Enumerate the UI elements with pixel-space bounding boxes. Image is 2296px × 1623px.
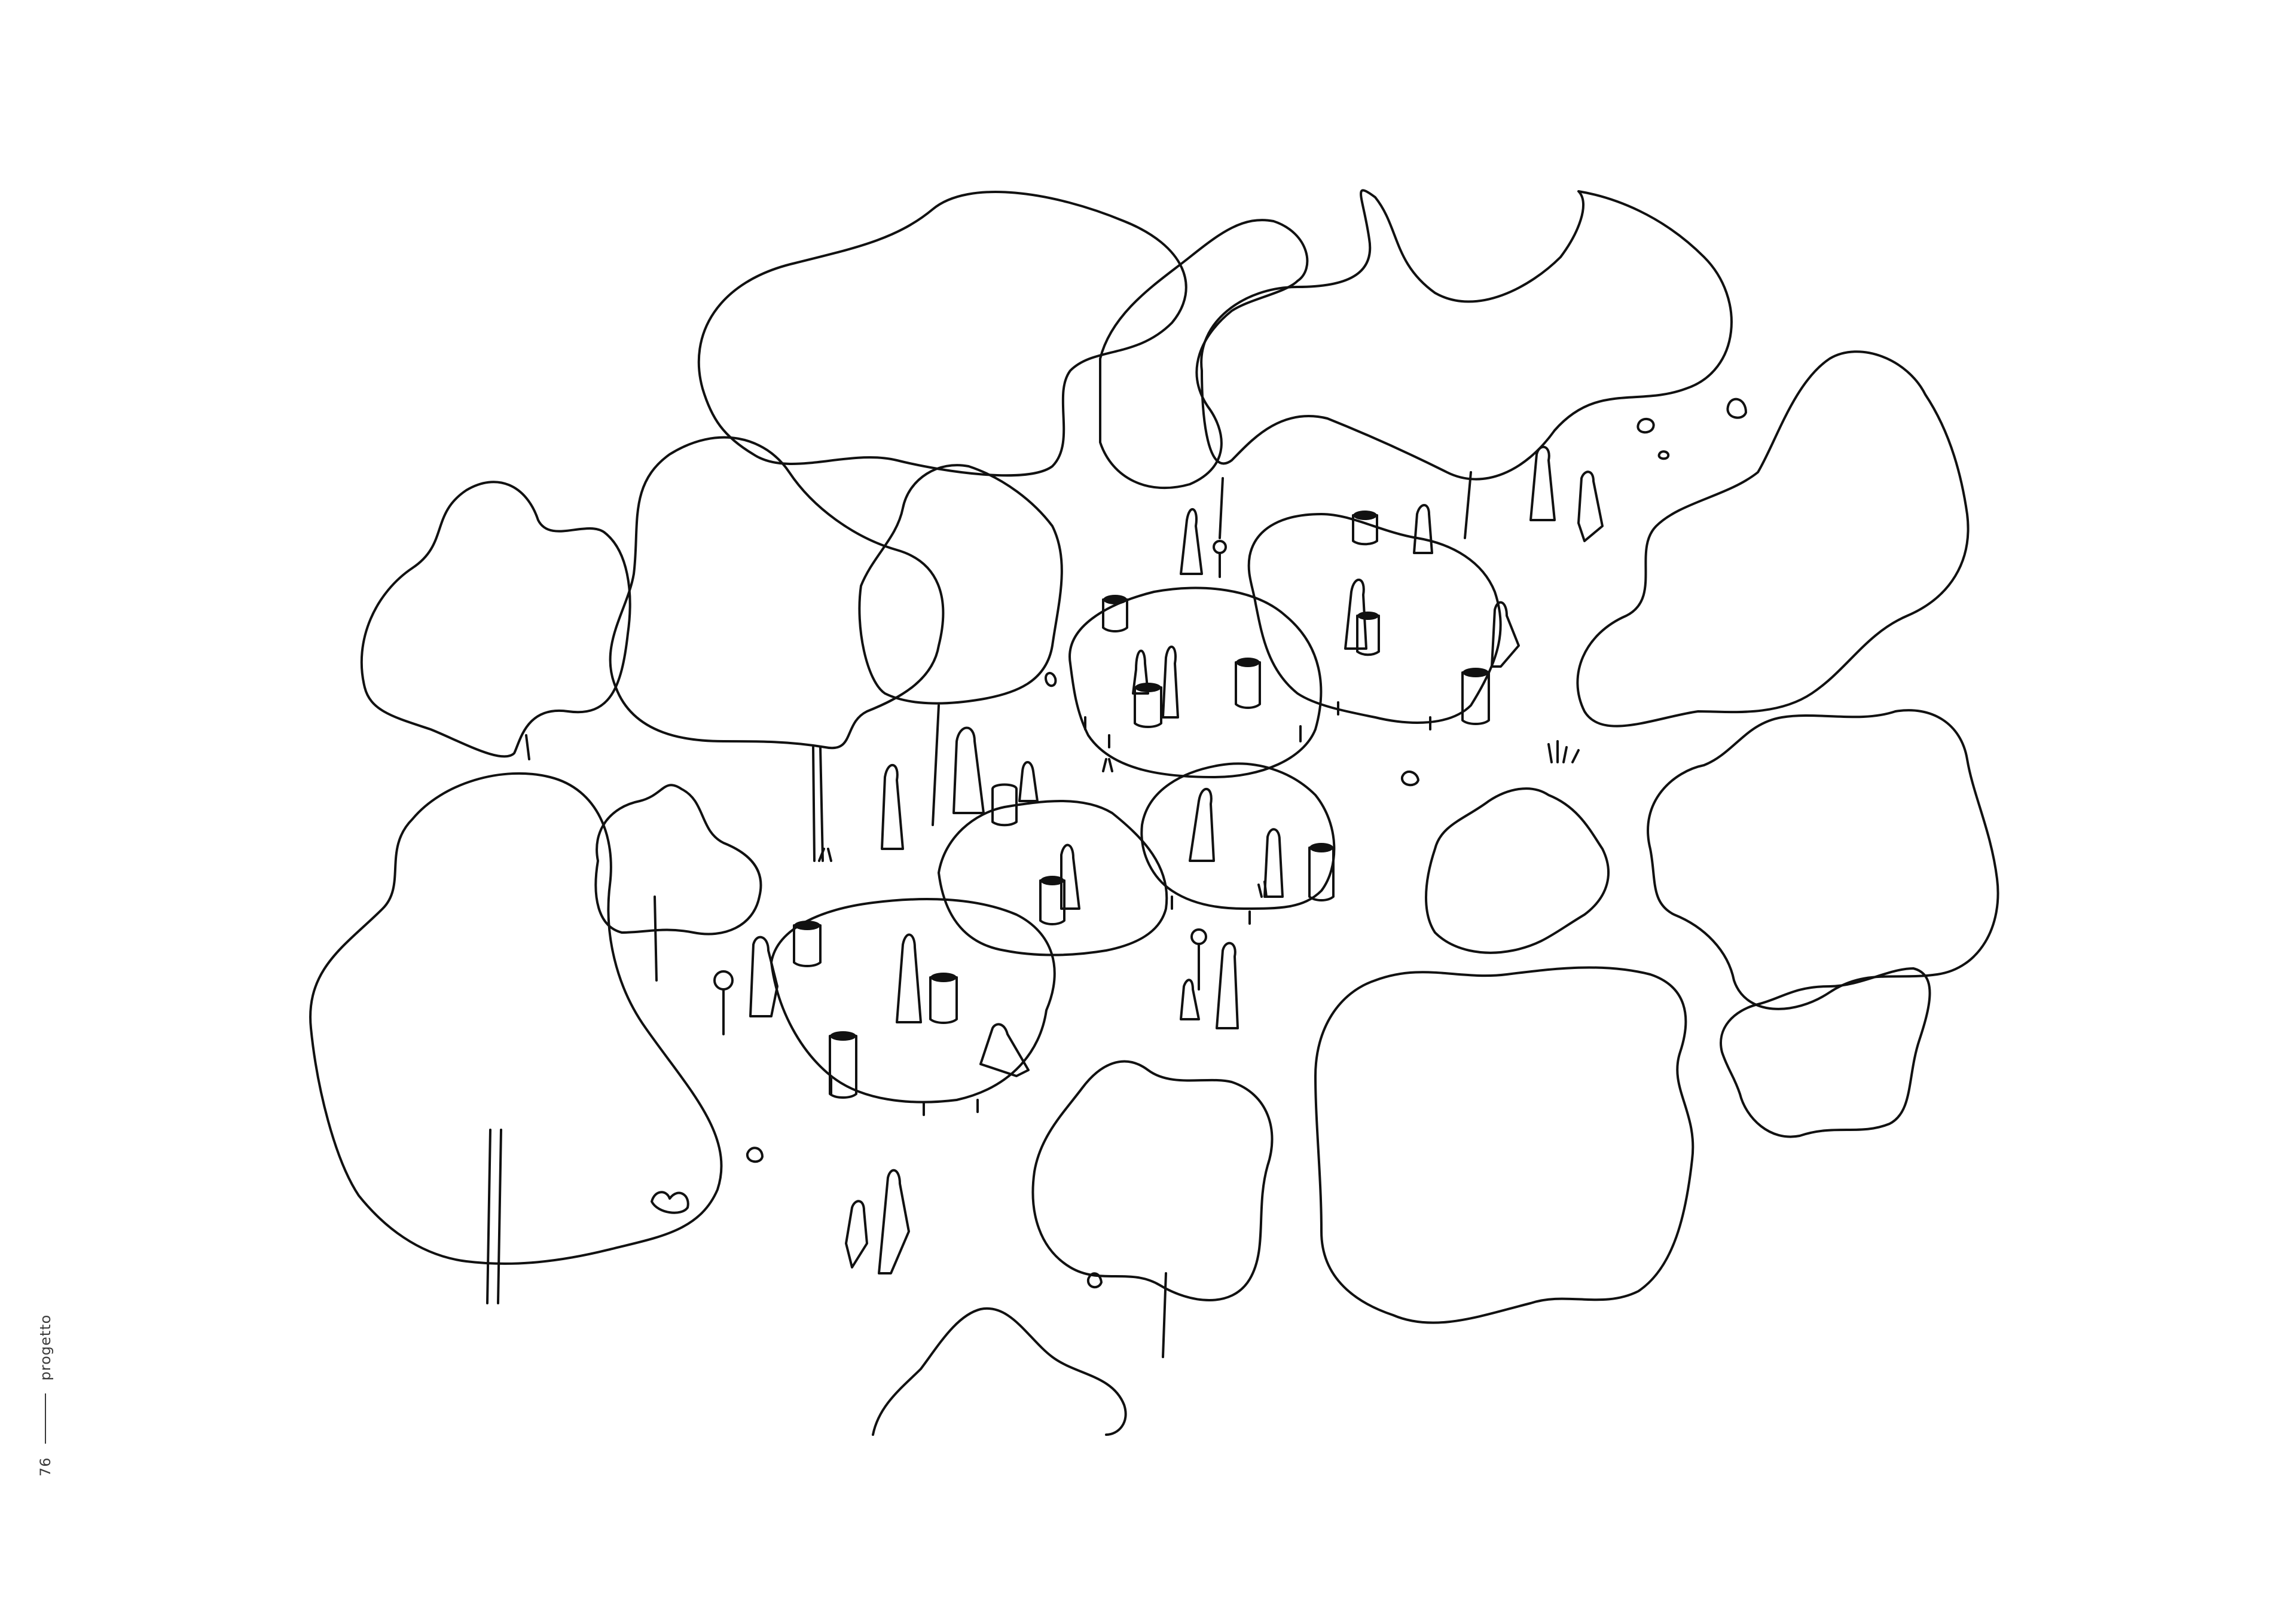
platforms (770, 513, 1502, 1104)
tree-canopy-lower-center-left (1031, 1060, 1274, 1301)
tree-canopy-top-left (697, 191, 1187, 477)
tree-trunks (486, 471, 1472, 1358)
page-footer: 76 progetto (28, 1285, 63, 1477)
tree-canopy-left-center (609, 436, 945, 750)
figures (713, 445, 1604, 1274)
tree-canopy-bottom (872, 1307, 1127, 1436)
platform-middle-left (938, 800, 1168, 956)
tree-canopy-center-right (1425, 787, 1610, 954)
tree-canopy-left-lower (309, 772, 723, 1265)
section-label: progetto (37, 1314, 54, 1381)
tree-canopy-small-left (594, 784, 762, 936)
platform-upper-right (1247, 513, 1502, 724)
tree-canopy-left-center-right (858, 464, 1063, 705)
ground-details (651, 398, 1747, 1289)
tree-canopies (309, 189, 1999, 1436)
tree-canopy-lower-center (1314, 966, 1694, 1324)
platform-middle-right (1140, 762, 1336, 910)
tree-canopy-top-middle (1099, 219, 1309, 490)
platform-lower (770, 898, 1056, 1104)
tree-canopy-right-lower (1720, 967, 1931, 1138)
tree-canopy-right-middle (1647, 709, 1999, 1010)
footer-divider-rule (45, 1393, 46, 1444)
tree-canopy-top-right (1200, 189, 1733, 481)
platform-legs (830, 701, 1431, 1116)
page-footer-rotated: 76 progetto (28, 1285, 63, 1477)
tree-canopy-right-top (1576, 350, 1970, 728)
platform-upper-left (1068, 586, 1323, 778)
tree-canopy-left-upper (360, 481, 631, 758)
page-number: 76 (37, 1457, 54, 1477)
